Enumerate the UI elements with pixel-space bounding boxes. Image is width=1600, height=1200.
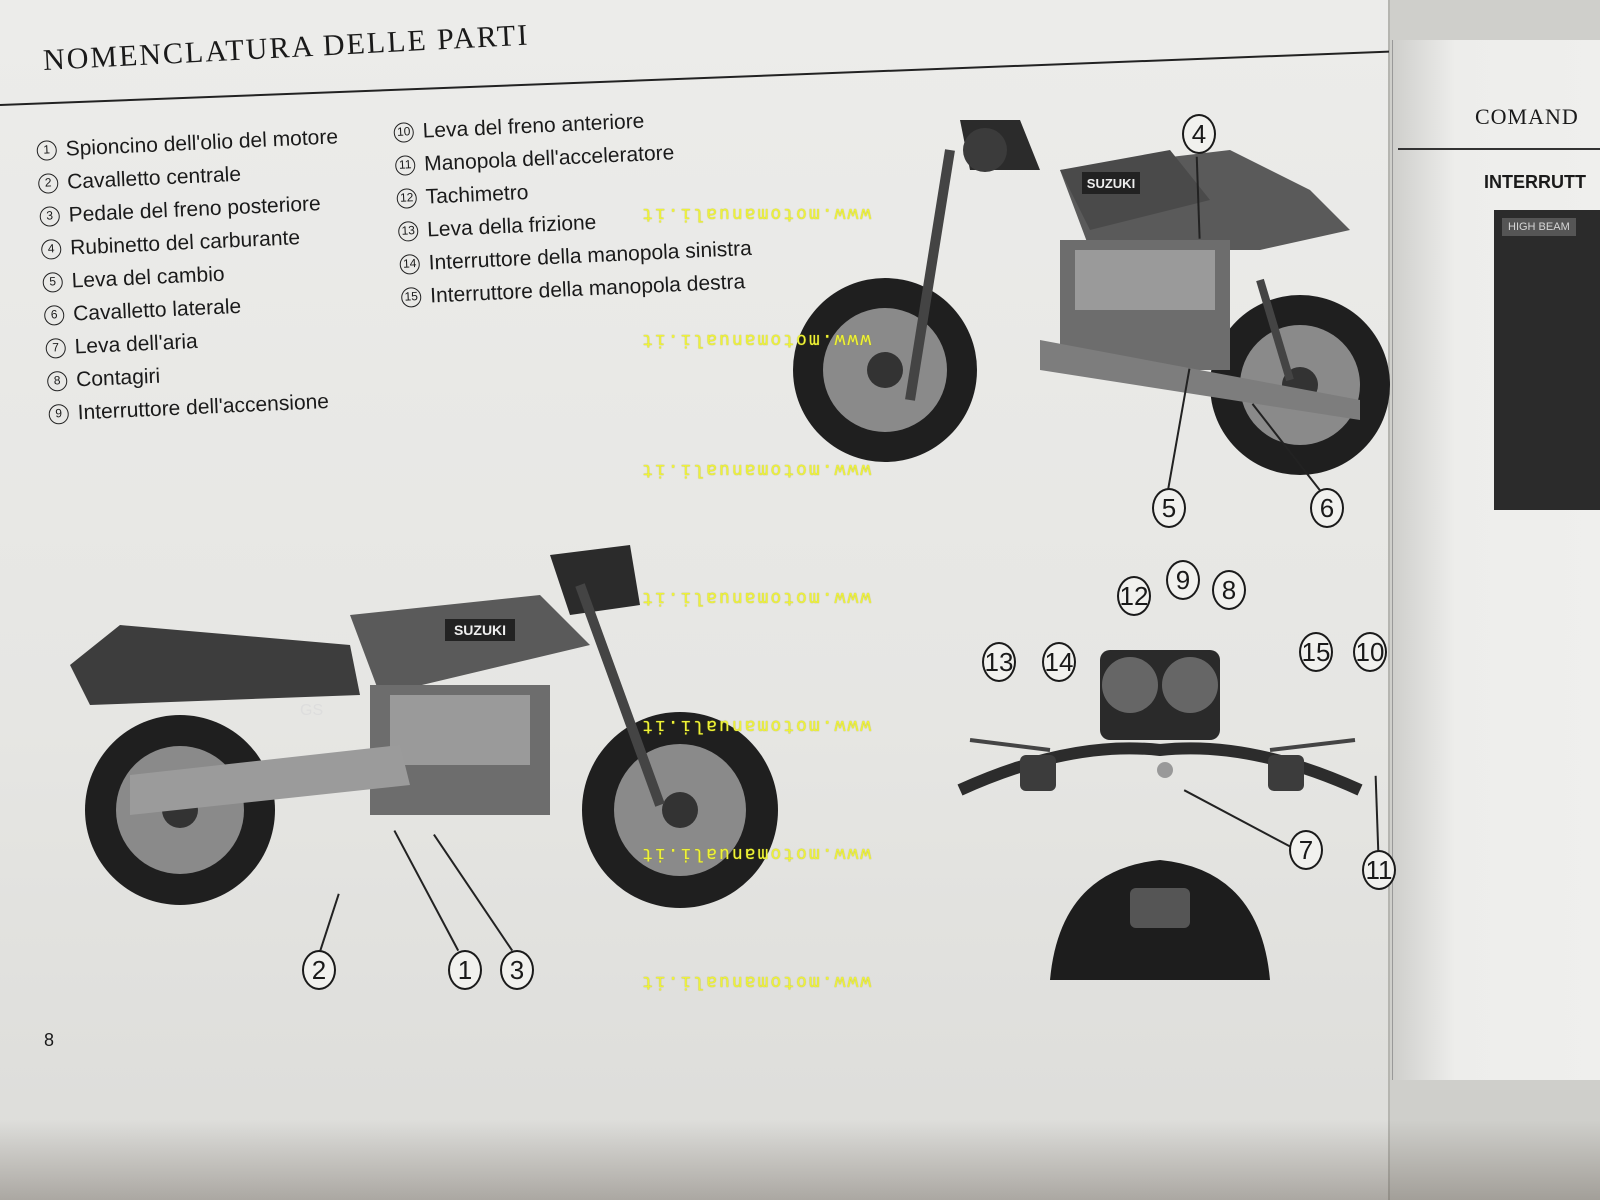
watermark: www.motomanuali.it <box>640 460 872 481</box>
right-page-divider <box>1398 148 1600 150</box>
part-number-badge: 5 <box>42 271 64 293</box>
part-number-badge: 8 <box>46 370 68 392</box>
part-label: Leva dell'aria <box>74 329 199 359</box>
callout-14: 14 <box>1042 642 1076 682</box>
page-bottom-shadow <box>0 1120 1600 1200</box>
part-number-badge: 4 <box>40 238 62 260</box>
callout-7: 7 <box>1289 830 1323 870</box>
callout-13: 13 <box>982 642 1016 682</box>
motorcycle-left-side-photo: SUZUKI GS <box>70 545 810 935</box>
handlebar-controls-photo <box>950 640 1370 990</box>
right-page-subheader: INTERRUTT <box>1484 172 1586 192</box>
tank-logo-2: SUZUKI <box>454 622 506 638</box>
callout-8: 8 <box>1212 570 1246 610</box>
tank-logo: SUZUKI <box>1087 176 1135 191</box>
part-number-badge: 12 <box>396 188 418 209</box>
callout-12: 12 <box>1117 576 1151 616</box>
right-page-photo: HIGH BEAM <box>1494 210 1600 510</box>
part-label: Tachimetro <box>425 180 529 209</box>
part-number-badge: 15 <box>400 286 422 308</box>
callout-1: 1 <box>448 950 482 990</box>
watermark: www.motomanuali.it <box>640 588 872 609</box>
callout-6: 6 <box>1310 488 1344 528</box>
watermark: www.motomanuali.it <box>640 716 872 737</box>
part-number-badge: 6 <box>43 304 65 326</box>
side-badge: GS <box>300 702 323 719</box>
part-number-badge: 3 <box>39 206 61 227</box>
callout-15: 15 <box>1299 632 1333 672</box>
callout-3: 3 <box>500 950 534 990</box>
page-number: 8 <box>44 1030 55 1050</box>
motorcycle-right-side-photo: SUZUKI <box>790 80 1420 520</box>
high-beam-label: HIGH BEAM <box>1502 218 1576 236</box>
part-label: Contagiri <box>75 364 161 392</box>
callout-11: 11 <box>1362 850 1396 890</box>
part-number-badge: 14 <box>399 253 421 275</box>
watermark: www.motomanuali.it <box>640 330 872 351</box>
part-number-badge: 7 <box>45 337 67 359</box>
part-number-badge: 13 <box>397 220 419 242</box>
part-number-badge: 11 <box>394 155 416 176</box>
right-page-header: COMAND <box>1475 104 1579 129</box>
right-page <box>1392 40 1600 1080</box>
part-number-badge: 10 <box>393 122 415 143</box>
watermark: www.motomanuali.it <box>640 844 872 865</box>
callout-9: 9 <box>1166 560 1200 600</box>
callout-5: 5 <box>1152 488 1186 528</box>
part-number-badge: 1 <box>36 140 58 161</box>
watermark: www.motomanuali.it <box>640 972 872 993</box>
watermark: www.motomanuali.it <box>640 204 872 225</box>
callout-4: 4 <box>1182 114 1216 154</box>
part-number-badge: 9 <box>48 403 70 425</box>
part-number-badge: 2 <box>37 173 59 194</box>
callout-2: 2 <box>302 950 336 990</box>
callout-10: 10 <box>1353 632 1387 672</box>
